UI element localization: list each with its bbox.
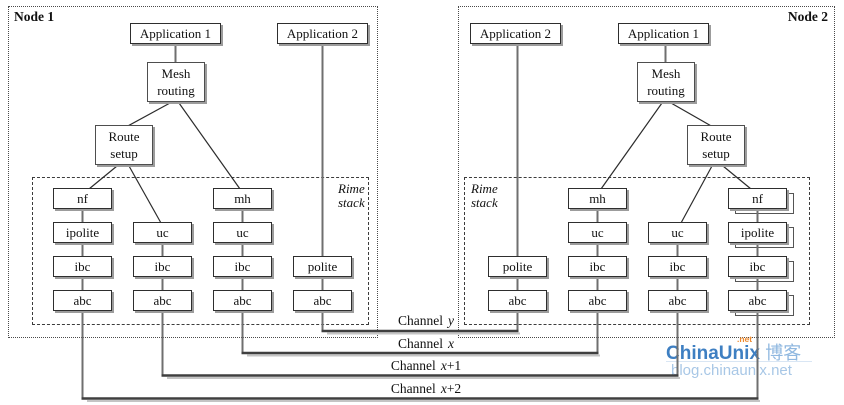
node2-box-abc: abc [488, 290, 547, 311]
node1-title: Node 1 [14, 9, 55, 24]
watermark-net-sup: .net [737, 334, 753, 344]
node2-route-setup-box: Route setup [687, 125, 745, 165]
node1-route-setup-box: Route setup [95, 125, 153, 165]
watermark-brand-text: ChinaUnix [666, 343, 760, 364]
node1-application1-box: Application 1 [130, 23, 221, 44]
node2-box-ibc: ibc [568, 256, 627, 277]
channel-line-shadows [87, 332, 760, 402]
node2-mesh-routing-box: Mesh routing [637, 62, 695, 102]
node2-box-abc: abc [568, 290, 627, 311]
channel-lines [81, 329, 759, 400]
node1-box-ipolite: ipolite [53, 222, 112, 243]
node2-box-ibc: ibc [728, 256, 787, 277]
watermark-divider [666, 361, 812, 362]
node2-frame [458, 6, 835, 338]
stack-connectors [81, 44, 759, 399]
node2-tree-connectors [600, 102, 752, 224]
watermark-brand: ChinaUnix 博客 [666, 339, 801, 365]
node2-application1-box: Application 1 [618, 23, 709, 44]
node1-box-uc: uc [213, 222, 272, 243]
node1-box-ibc: ibc [53, 256, 112, 277]
node1-tree-connectors [88, 102, 241, 224]
node2-box-abc: abc [648, 290, 707, 311]
node2-rime-stack-frame [464, 177, 810, 325]
watermark-brand-cjk: 博客 [765, 343, 802, 363]
node1-box-abc: abc [293, 290, 352, 311]
node2-rime-stack-label: Rime stack [471, 181, 498, 210]
node1-box-abc: abc [53, 290, 112, 311]
node1-mesh-routing-box: Mesh routing [147, 62, 205, 102]
node2-title: Node 2 [787, 9, 828, 24]
node2-box-abc: abc [728, 290, 787, 311]
node2-box-polite: polite [488, 256, 547, 277]
node1-rime-stack-frame [32, 177, 369, 325]
node1-frame [8, 6, 378, 338]
node2-box-uc: uc [568, 222, 627, 243]
node1-application2-box: Application 2 [277, 23, 368, 44]
node1-box-ibc: ibc [133, 256, 192, 277]
node2-box-uc: uc [648, 222, 707, 243]
node1-box-abc: abc [133, 290, 192, 311]
node1-box-nf: nf [53, 188, 112, 209]
node2-box-ipolite: ipolite [728, 222, 787, 243]
node2-box-nf: nf [728, 188, 787, 209]
node2-application2-box: Application 2 [470, 23, 561, 44]
watermark-url: blog.chinaunix.net [671, 362, 792, 379]
node1-box-polite: polite [293, 256, 352, 277]
node2-box-mh: mh [568, 188, 627, 209]
node1-box-abc: abc [213, 290, 272, 311]
node1-box-ibc: ibc [213, 256, 272, 277]
node1-box-mh: mh [213, 188, 272, 209]
node2-box-ibc: ibc [648, 256, 707, 277]
node1-rime-stack-label: Rime stack [338, 181, 365, 210]
node1-box-uc: uc [133, 222, 192, 243]
